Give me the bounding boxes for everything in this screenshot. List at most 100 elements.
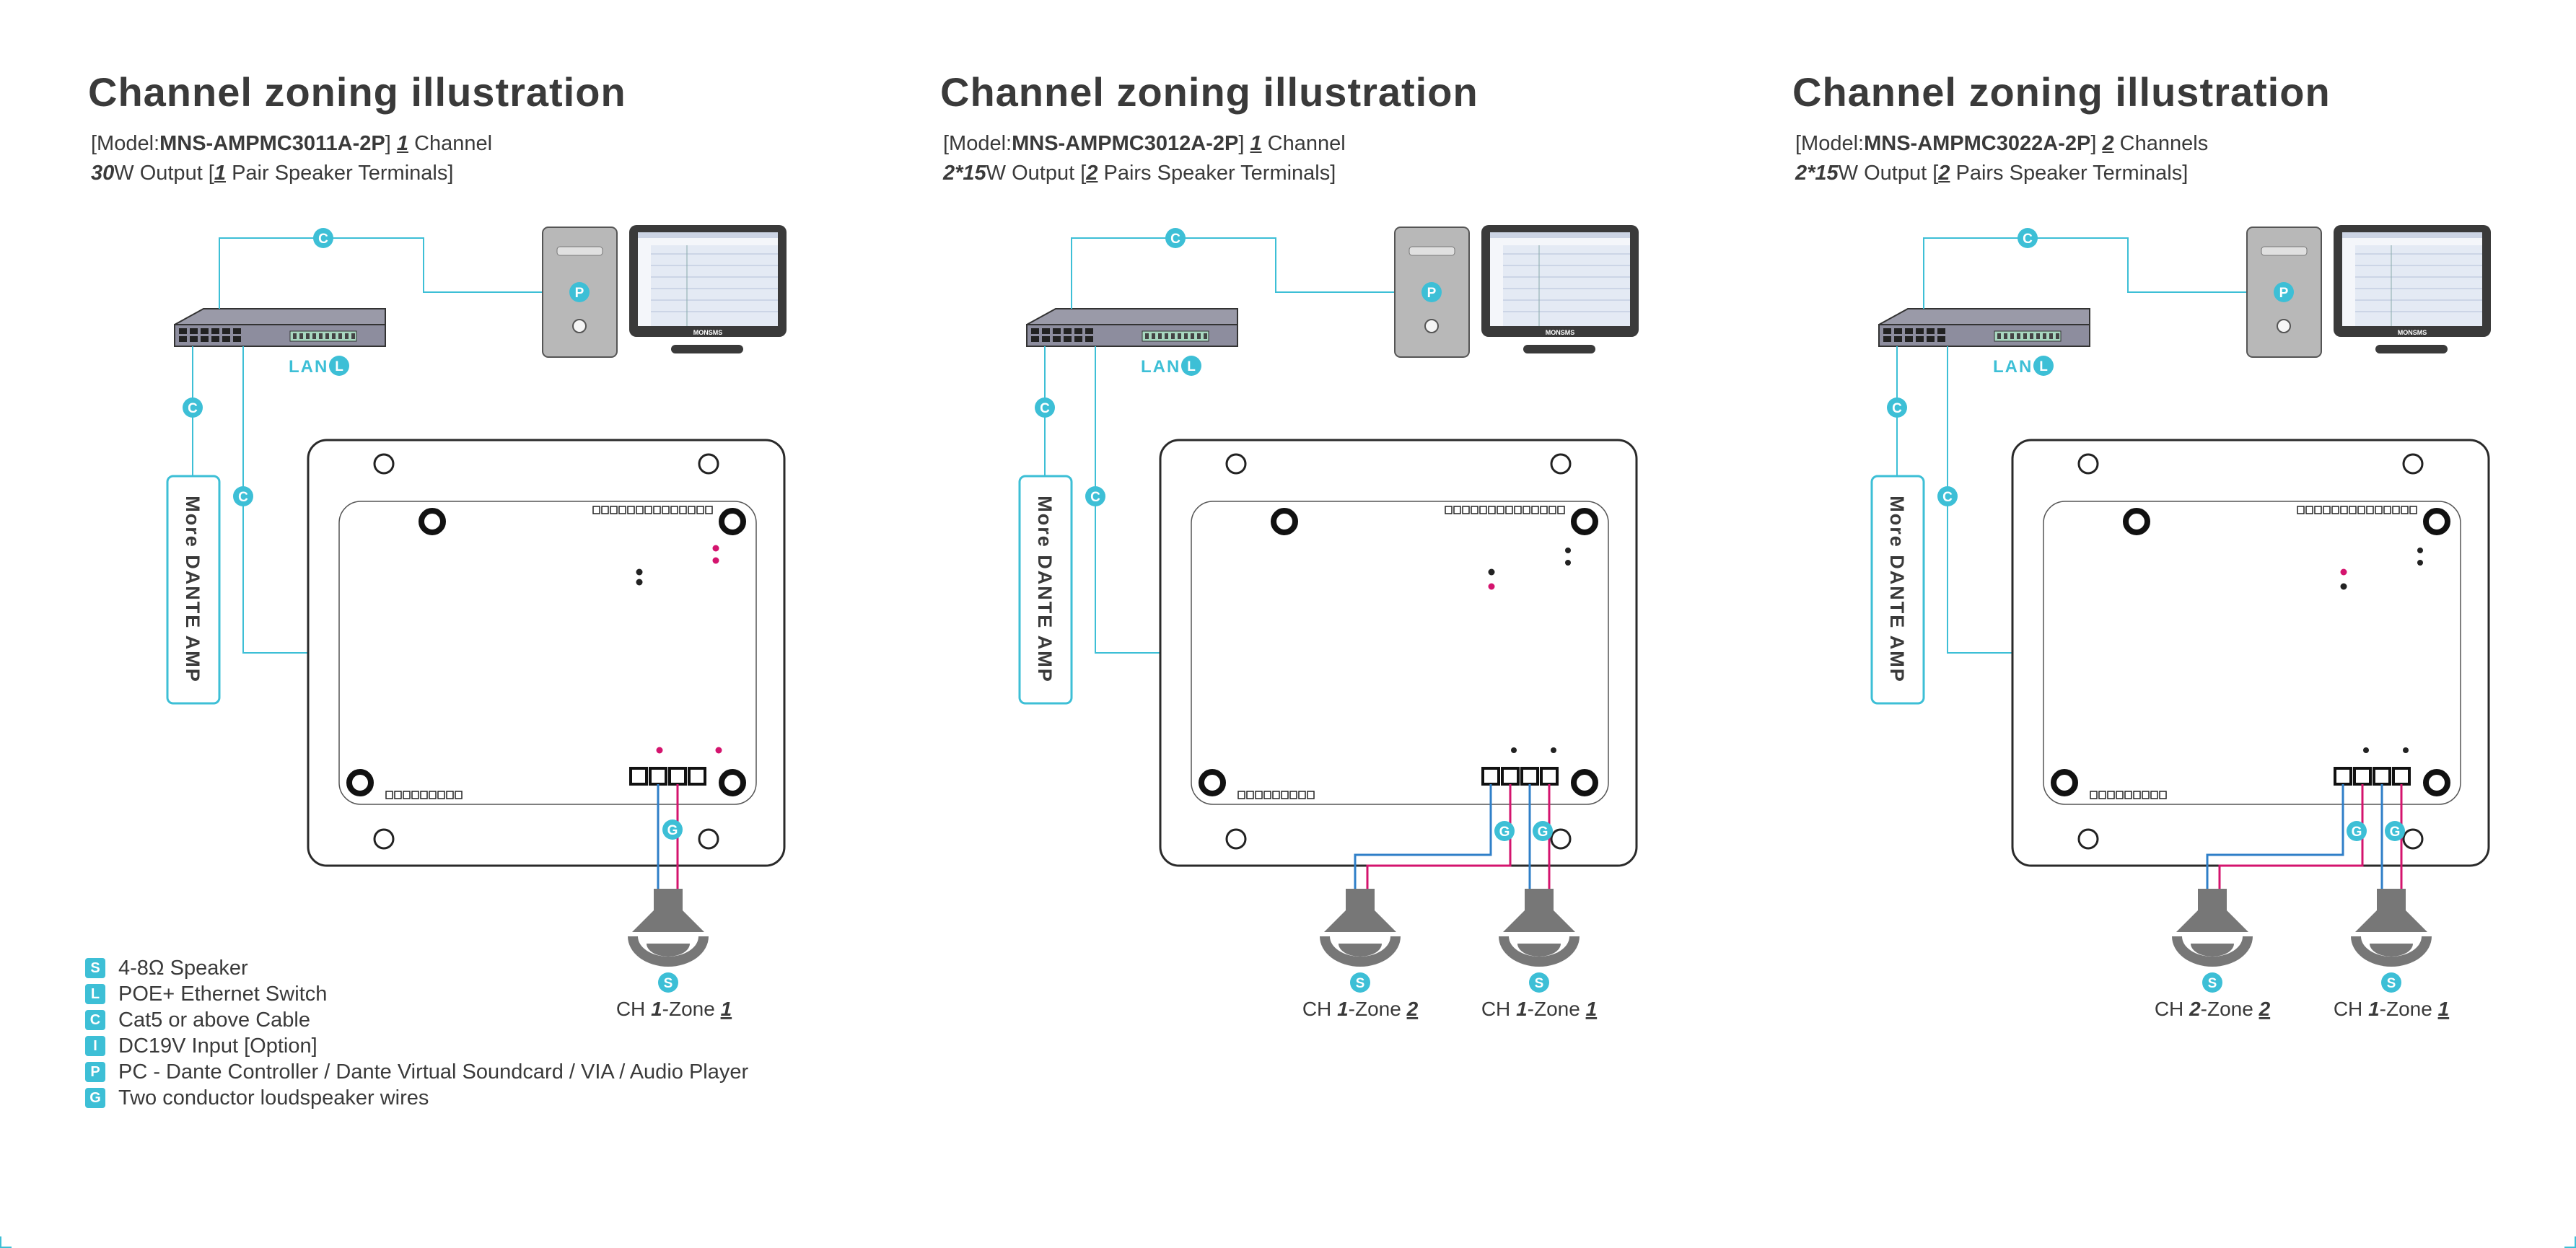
standoff-icon bbox=[1199, 769, 1226, 796]
zone-label-part: -Zone bbox=[2380, 998, 2438, 1020]
switch-led bbox=[319, 333, 323, 339]
monitor: MONSMS bbox=[629, 225, 787, 353]
switch-led bbox=[1997, 333, 2001, 339]
wire-badge-icon-circle bbox=[2347, 821, 2367, 841]
cable-switch-pc bbox=[1071, 237, 1395, 309]
speaker-arc-inner bbox=[2370, 944, 2413, 957]
switch-port bbox=[1927, 336, 1935, 342]
cable-switch-amp bbox=[242, 346, 308, 654]
led-dot bbox=[712, 545, 719, 552]
switch-port bbox=[1916, 336, 1924, 342]
amplifier-board bbox=[1159, 439, 1638, 867]
lan-badge-icon: L bbox=[329, 356, 349, 376]
header-pin bbox=[2116, 791, 2124, 799]
wire-badge-icon-circle bbox=[662, 819, 683, 840]
speaker-magnet bbox=[2377, 889, 2406, 910]
header-pin bbox=[1531, 506, 1539, 514]
switch-port bbox=[179, 336, 187, 342]
speaker-icon bbox=[2351, 889, 2432, 967]
switch-led bbox=[2049, 333, 2053, 339]
zone-label-part: 1 bbox=[2368, 998, 2380, 1020]
zone-label-part: -Zone bbox=[1528, 998, 1586, 1020]
header-pin bbox=[1272, 791, 1280, 799]
power-button-icon bbox=[572, 319, 587, 333]
standoff-icon bbox=[2123, 508, 2150, 535]
standoff-icon bbox=[419, 508, 446, 535]
header-pin bbox=[1445, 506, 1453, 514]
more-amp-label: More DANTE AMP bbox=[1034, 496, 1056, 683]
speaker-badge-icon: S bbox=[2381, 972, 2401, 993]
amp-pcb bbox=[338, 501, 757, 805]
wire-blue bbox=[2206, 784, 2344, 889]
led-dot bbox=[636, 579, 643, 586]
header-pin bbox=[644, 506, 652, 514]
speaker-arc-inner bbox=[1339, 944, 1382, 957]
monitor-stand bbox=[1523, 345, 1595, 353]
switch-led bbox=[1171, 333, 1175, 339]
led-dot bbox=[2363, 747, 2369, 753]
output-text: W Output [ bbox=[114, 162, 214, 185]
model-line: [Model:MNS-AMPMC3011A-2P] 1 Channel bbox=[91, 132, 492, 156]
header-pin bbox=[705, 506, 713, 514]
switch-led bbox=[1152, 333, 1155, 339]
speaker-badge-icon-letter: S bbox=[2387, 976, 2396, 991]
more-amp-box bbox=[1018, 475, 1073, 705]
speaker-badge-icon: S bbox=[2202, 972, 2222, 993]
led-dot bbox=[2340, 583, 2347, 590]
switch-top bbox=[1878, 308, 2090, 325]
legend-text: Cat5 or above Cable bbox=[118, 1008, 310, 1032]
cable-badge-icon-circle bbox=[2018, 228, 2038, 248]
wire-badge-icon-circle bbox=[2385, 821, 2405, 841]
cable-badge-icon-letter: C bbox=[188, 401, 198, 416]
zone-label-part: 1 bbox=[2438, 998, 2450, 1020]
header-pin bbox=[1488, 506, 1496, 514]
switch-port bbox=[1042, 328, 1050, 334]
led-dot bbox=[1565, 548, 1571, 553]
header-pin bbox=[592, 506, 600, 514]
speaker-icon bbox=[628, 889, 709, 967]
switch-port bbox=[1883, 336, 1891, 342]
input-badge-icon: I bbox=[85, 1036, 105, 1057]
zone-label-part: 2 bbox=[1406, 998, 1419, 1020]
switch-port bbox=[211, 336, 219, 342]
pc-badge-icon-letter: P bbox=[2279, 286, 2289, 301]
cable-badge-icon-circle bbox=[1887, 397, 1907, 418]
switch-port bbox=[222, 336, 230, 342]
header-pin bbox=[2133, 791, 2141, 799]
lan-badge-icon-letter: L bbox=[2039, 359, 2048, 374]
wire-badge-icon-letter: G bbox=[2352, 825, 2362, 840]
model-line: [Model:MNS-AMPMC3022A-2P] 2 Channels bbox=[1795, 132, 2208, 156]
cable-badge-icon: C bbox=[1887, 397, 1907, 418]
led-dot bbox=[2417, 560, 2423, 566]
header-pin bbox=[688, 506, 696, 514]
switch-port bbox=[1085, 328, 1093, 334]
speaker-magnet bbox=[1346, 889, 1375, 910]
header-pin bbox=[403, 791, 411, 799]
zone-label-part: 2 bbox=[2189, 998, 2201, 1020]
wire-badge-icon: G bbox=[85, 1088, 105, 1109]
cable-badge-icon-letter: C bbox=[1170, 232, 1180, 247]
model-line: [Model:MNS-AMPMC3012A-2P] 1 Channel bbox=[943, 132, 1346, 156]
switch-port bbox=[1894, 328, 1902, 334]
zone-label-part: CH bbox=[616, 998, 651, 1020]
header-pin bbox=[2366, 506, 2374, 514]
switch-port bbox=[201, 328, 209, 334]
switch-port bbox=[1937, 328, 1945, 334]
pairs-text: Pair Speaker Terminals] bbox=[232, 162, 454, 185]
amp-pcb bbox=[1191, 501, 1609, 805]
screen-grid bbox=[651, 245, 778, 326]
cable-badge-icon-letter: C bbox=[1892, 401, 1902, 416]
cable-badge-icon: C bbox=[1085, 486, 1105, 506]
switch-led bbox=[2023, 333, 2027, 339]
header-pin bbox=[610, 506, 618, 514]
zone-label-part: -Zone bbox=[1349, 998, 1407, 1020]
panel-title: Channel zoning illustration bbox=[940, 69, 1478, 115]
pc-badge-icon-circle bbox=[1421, 282, 1442, 302]
pc-badge-icon-letter: P bbox=[1427, 286, 1437, 301]
header-pin bbox=[2409, 506, 2417, 514]
speaker-terminal bbox=[2392, 767, 2411, 786]
screen-grid bbox=[2355, 245, 2482, 326]
mount-hole-icon bbox=[2402, 453, 2424, 475]
header-pin bbox=[2375, 506, 2383, 514]
